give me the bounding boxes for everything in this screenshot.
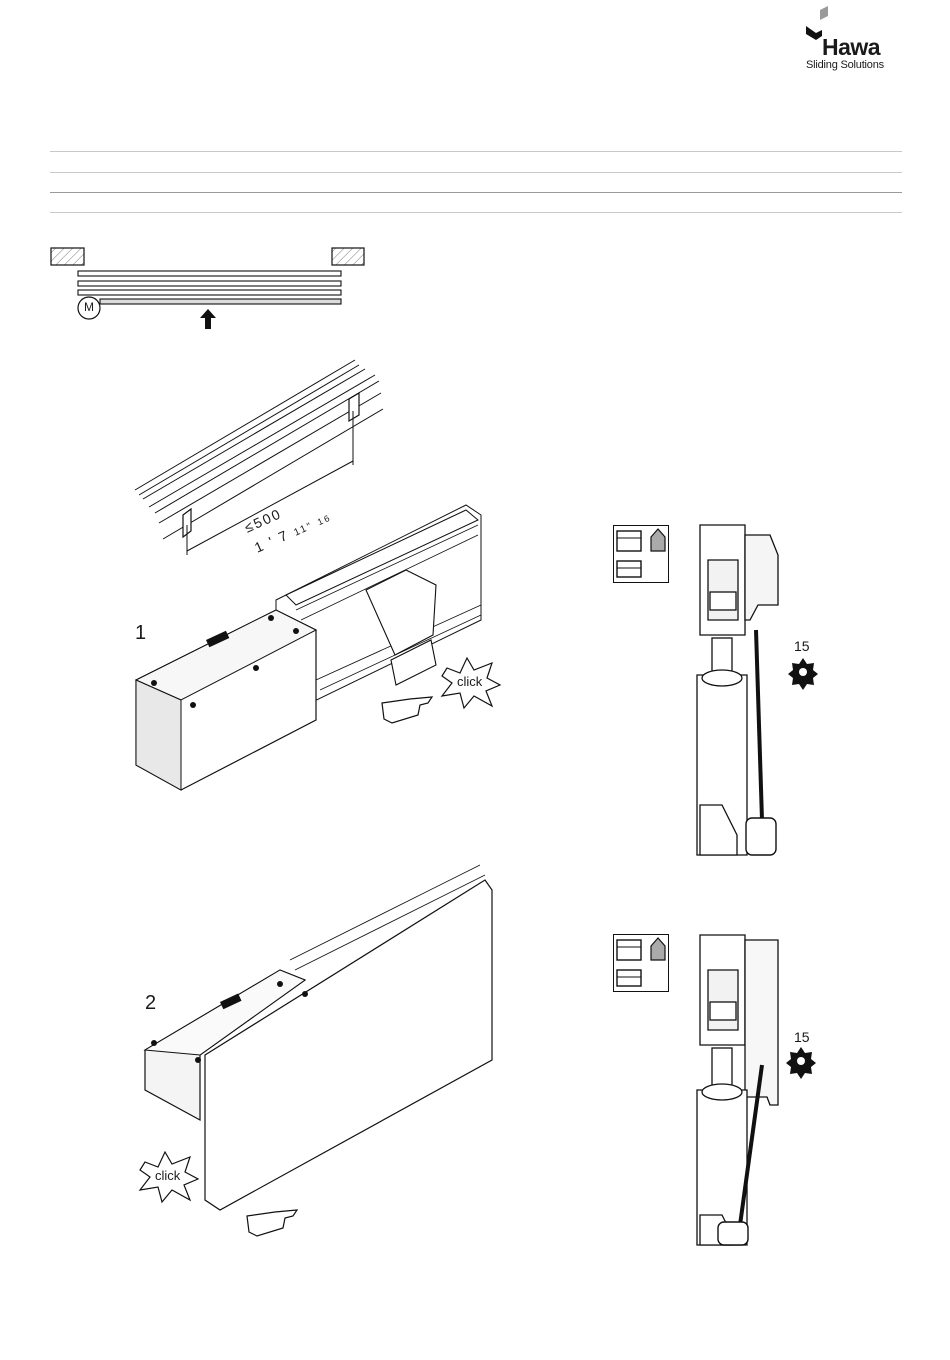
panel-position-icon-2 xyxy=(613,934,669,992)
screwdriver-icon xyxy=(746,630,776,855)
carriage-side xyxy=(136,680,181,790)
step-2-profile-section xyxy=(690,930,800,1245)
header-rule-4 xyxy=(50,212,902,213)
panel-1 xyxy=(78,271,341,276)
panel-2 xyxy=(78,281,341,286)
door-panel xyxy=(205,880,492,1210)
click-label-2: click xyxy=(155,1168,180,1183)
arrow-up-icon xyxy=(200,309,216,329)
hand-icon xyxy=(380,695,435,725)
torx-icon xyxy=(788,657,818,687)
brand-tagline: Sliding Solutions xyxy=(806,59,884,71)
panel-3 xyxy=(78,290,341,295)
wall-right xyxy=(332,248,364,265)
header-rule-2 xyxy=(50,172,902,173)
hand-icon-2 xyxy=(245,1208,300,1238)
torx-icon-2 xyxy=(786,1046,816,1076)
hawa-logo-icon xyxy=(806,6,830,36)
panel-position-icon xyxy=(613,525,669,583)
wall-left xyxy=(51,248,84,265)
step-1-profile-section xyxy=(690,520,800,855)
click-label-1: click xyxy=(457,674,482,689)
brand-name: Hawa xyxy=(822,34,880,61)
plan-view-diagram xyxy=(50,245,370,335)
header-rule-1 xyxy=(50,151,902,152)
torx-size-1: 15 xyxy=(794,638,810,654)
panel-4 xyxy=(100,299,341,304)
motor-label: M xyxy=(84,300,94,314)
torx-size-2: 15 xyxy=(794,1029,810,1045)
step-1-isometric-drawing xyxy=(136,500,496,800)
header-rule-3 xyxy=(50,192,902,193)
